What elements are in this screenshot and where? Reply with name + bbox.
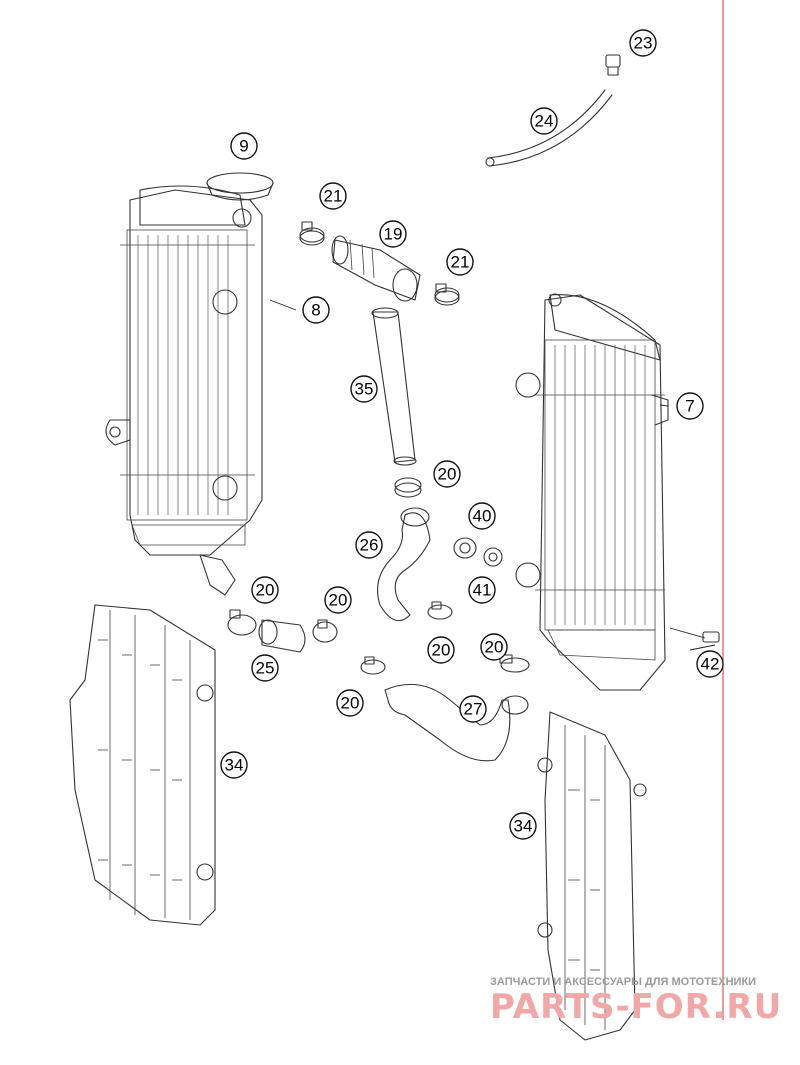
svg-text:35: 35 bbox=[355, 380, 374, 399]
hose-clamp-20-d bbox=[427, 601, 453, 620]
pipe-35 bbox=[371, 307, 417, 466]
svg-text:20: 20 bbox=[432, 641, 451, 660]
callout-20-a: 20 bbox=[433, 460, 461, 488]
hose-clamp-21-upper bbox=[299, 221, 325, 246]
svg-text:8: 8 bbox=[311, 301, 320, 320]
svg-text:34: 34 bbox=[514, 817, 533, 836]
svg-text:21: 21 bbox=[324, 187, 343, 206]
svg-text:21: 21 bbox=[451, 253, 470, 272]
svg-text:23: 23 bbox=[634, 34, 653, 53]
hose-27 bbox=[384, 683, 529, 762]
svg-text:20: 20 bbox=[341, 694, 360, 713]
bolt-42 bbox=[702, 631, 720, 643]
svg-text:20: 20 bbox=[485, 638, 504, 657]
svg-text:24: 24 bbox=[535, 112, 554, 131]
fitting-23 bbox=[605, 54, 621, 76]
hose-clamp-20-b bbox=[227, 609, 257, 636]
callout-9: 9 bbox=[230, 132, 258, 160]
callout-21-right: 21 bbox=[446, 248, 474, 276]
watermark-tagline: ЗАПЧАСТИ И АКСЕССУАРЫ ДЛЯ МОТОТЕХНИКИ bbox=[490, 976, 756, 988]
hose-25 bbox=[258, 619, 306, 653]
radiator-shroud-right bbox=[537, 711, 647, 1041]
svg-text:26: 26 bbox=[360, 536, 379, 555]
hose-clamp-21-right bbox=[434, 283, 460, 306]
watermark-site: PARTS-FOR.RU bbox=[490, 987, 782, 1027]
callout-27: 27 bbox=[459, 695, 487, 723]
svg-text:27: 27 bbox=[464, 700, 483, 719]
svg-text:19: 19 bbox=[384, 225, 403, 244]
radiator-shroud-left bbox=[69, 604, 216, 926]
callout-23: 23 bbox=[629, 29, 657, 57]
svg-text:20: 20 bbox=[329, 591, 348, 610]
callout-40: 40 bbox=[468, 502, 496, 530]
callout-20-c: 20 bbox=[324, 586, 352, 614]
callout-42: 42 bbox=[696, 650, 724, 678]
callout-41: 41 bbox=[468, 576, 496, 604]
hose-clamp-20-e bbox=[499, 654, 530, 673]
callout-25: 25 bbox=[251, 654, 279, 682]
hose-26 bbox=[377, 507, 431, 622]
svg-text:40: 40 bbox=[473, 507, 492, 526]
callout-26: 26 bbox=[355, 531, 383, 559]
svg-text:20: 20 bbox=[256, 581, 275, 600]
callout-20-d: 20 bbox=[427, 636, 455, 664]
radiator-cap bbox=[206, 172, 274, 228]
washer-41 bbox=[483, 547, 503, 567]
grommet-40 bbox=[453, 537, 477, 559]
svg-text:34: 34 bbox=[225, 756, 244, 775]
hose-clamp-20-c bbox=[312, 619, 338, 643]
callout-20-f: 20 bbox=[336, 689, 364, 717]
hose-clamp-20-f bbox=[360, 656, 386, 675]
callout-19: 19 bbox=[379, 220, 407, 248]
thermostat-19 bbox=[331, 235, 421, 302]
leader-lines bbox=[269, 299, 716, 651]
right-radiator bbox=[515, 293, 669, 691]
callout-7: 7 bbox=[676, 392, 704, 420]
svg-text:9: 9 bbox=[239, 137, 248, 156]
callout-35: 35 bbox=[350, 375, 378, 403]
svg-text:42: 42 bbox=[701, 655, 720, 674]
left-radiator bbox=[105, 185, 263, 596]
callout-21-upper: 21 bbox=[319, 182, 347, 210]
callout-34-right: 34 bbox=[509, 812, 537, 840]
svg-text:41: 41 bbox=[473, 581, 492, 600]
svg-text:20: 20 bbox=[438, 465, 457, 484]
svg-text:25: 25 bbox=[256, 659, 275, 678]
callout-34-left: 34 bbox=[220, 751, 248, 779]
callout-20-b: 20 bbox=[251, 576, 279, 604]
callout-8: 8 bbox=[302, 296, 330, 324]
hose-clamp-20-a bbox=[394, 477, 422, 498]
callout-24: 24 bbox=[530, 107, 558, 135]
coolant-hose-24 bbox=[485, 89, 613, 167]
svg-text:7: 7 bbox=[685, 397, 694, 416]
callout-20-e: 20 bbox=[480, 633, 508, 661]
